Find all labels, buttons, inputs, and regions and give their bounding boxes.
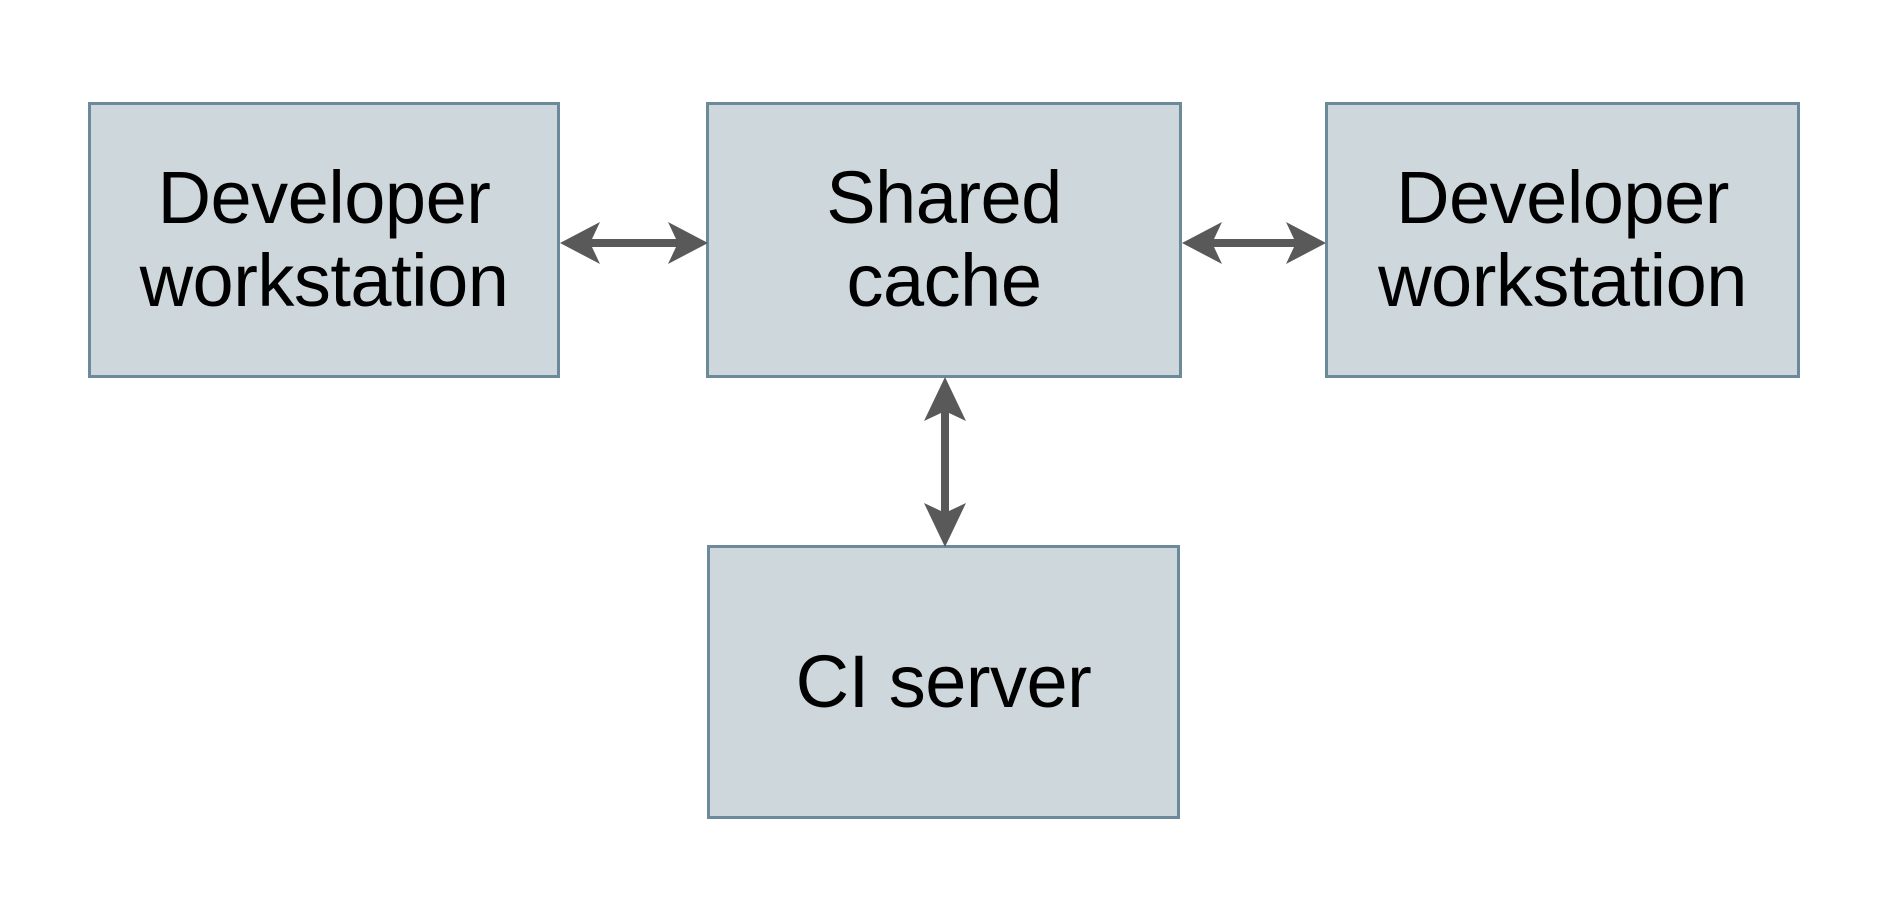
double-arrow-horizontal-icon: [1182, 222, 1326, 264]
edge-shared-cache-to-developer-right: [1178, 208, 1330, 278]
double-arrow-vertical-icon: [924, 377, 966, 547]
node-developer-workstation-left[interactable]: Developer workstation: [88, 102, 560, 378]
node-label: Developer workstation: [139, 156, 509, 322]
edge-developer-left-to-shared-cache: [556, 208, 712, 278]
edge-shared-cache-to-ci-server: [910, 373, 980, 551]
node-developer-workstation-right[interactable]: Developer workstation: [1325, 102, 1800, 378]
node-label: CI server: [795, 639, 1092, 723]
node-label: Developer workstation: [1378, 156, 1747, 322]
node-ci-server[interactable]: CI server: [707, 545, 1180, 819]
node-label: Shared cache: [826, 156, 1062, 322]
double-arrow-horizontal-icon: [560, 222, 708, 264]
node-shared-cache[interactable]: Shared cache: [706, 102, 1182, 378]
